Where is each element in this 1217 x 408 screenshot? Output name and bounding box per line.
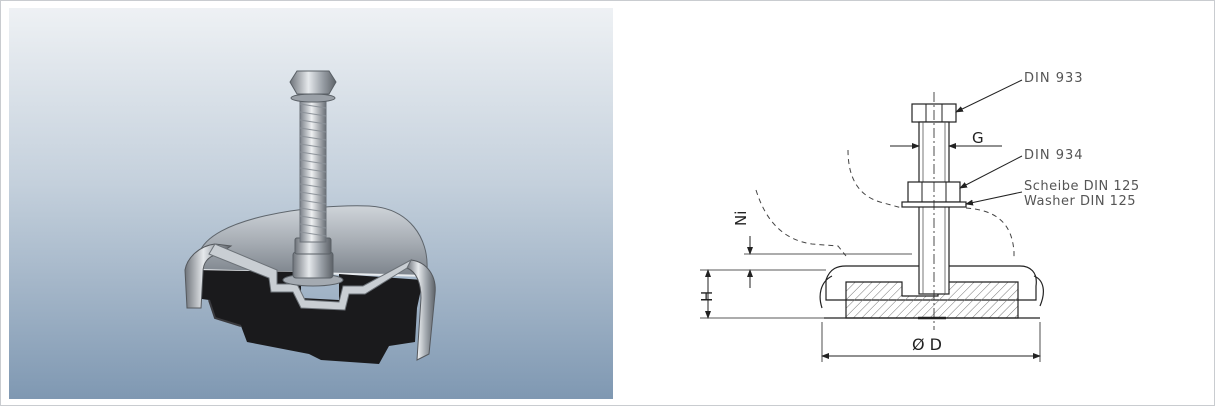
dimension-h-label: H [698,291,716,302]
mount-base-section [819,265,1044,320]
product-photo [9,8,613,399]
dimension-diameter [821,322,1041,362]
threaded-bolt [289,70,337,243]
anti-vibration-mount-illustration [9,8,613,399]
callout-washer-en-label: Washer DIN 125 [1024,194,1136,209]
dimension-height [700,236,912,319]
dimension-diameter-label: Ø D [912,335,942,354]
phantom-outline [755,149,1015,260]
technical-drawing: DIN 933 DIN 934 Scheibe DIN 125 Washer D… [620,0,1217,408]
callout-nut-label: DIN 934 [1024,148,1084,163]
callout-bolt-label: DIN 933 [1024,71,1084,86]
dimension-g-label: G [972,129,984,147]
bolt-assembly-section [901,92,967,330]
dimension-drawing: DIN 933 DIN 934 Scheibe DIN 125 Washer D… [698,71,1140,362]
callout-leaders [955,79,1023,206]
dimension-ni-label: Ni [732,211,750,226]
callout-washer-de-label: Scheibe DIN 125 [1024,179,1140,194]
nut-and-washer [282,237,344,287]
